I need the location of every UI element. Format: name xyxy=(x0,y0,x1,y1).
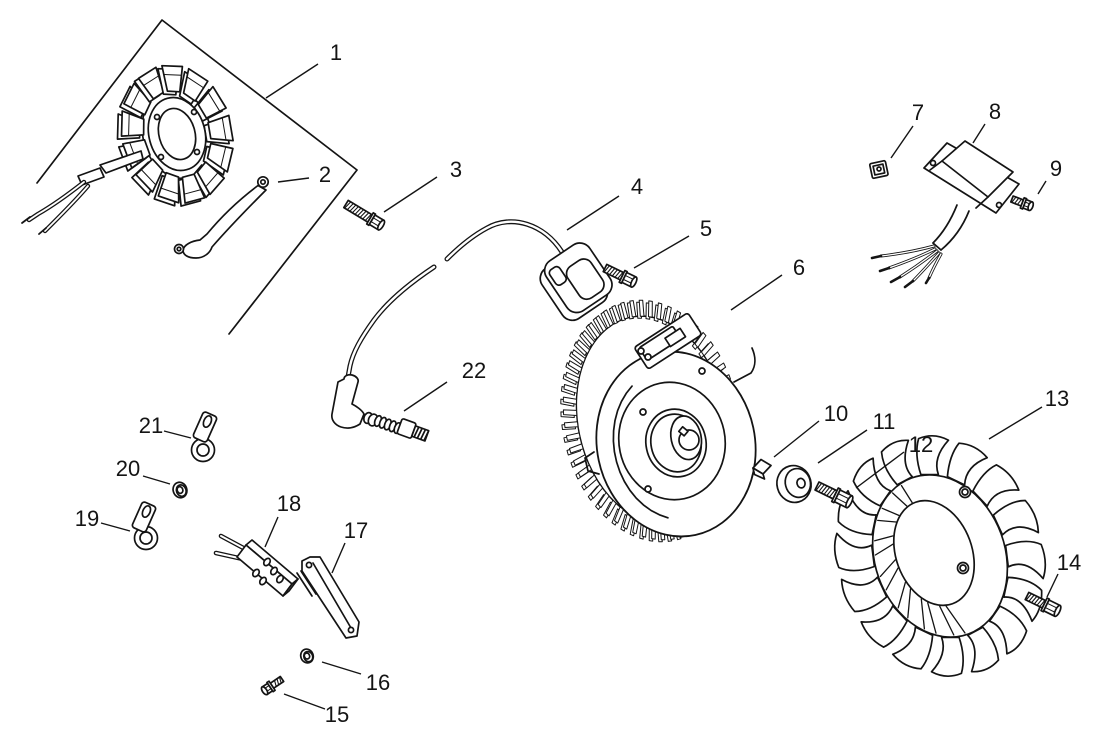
part-label-3: 3 xyxy=(383,157,462,213)
connector-drawing xyxy=(213,533,299,597)
grommet-drawing xyxy=(776,464,812,504)
part-label-6: 6 xyxy=(730,255,805,311)
ignition-module-drawing xyxy=(634,312,702,370)
leader-line-17 xyxy=(331,542,346,574)
part-label-4: 4 xyxy=(566,174,643,231)
leader-line-14 xyxy=(1046,573,1059,598)
part-number-9: 9 xyxy=(1050,156,1062,181)
washer-16-drawing xyxy=(299,648,315,664)
leader-line-5 xyxy=(633,235,690,269)
part-label-17: 17 xyxy=(331,518,368,574)
part-label-13: 13 xyxy=(988,386,1069,440)
part-label-18: 18 xyxy=(264,491,301,548)
leader-line-19 xyxy=(100,522,131,532)
part-number-16: 16 xyxy=(366,670,390,695)
key-drawing xyxy=(752,458,772,480)
leader-line-18 xyxy=(264,516,279,548)
part-number-12: 12 xyxy=(909,432,933,457)
leader-line-7 xyxy=(890,125,914,159)
bolts-drawing xyxy=(260,195,1062,696)
part-label-11: 11 xyxy=(817,409,896,464)
part-number-1: 1 xyxy=(330,40,342,65)
leader-line-4 xyxy=(566,195,620,231)
washer-20-drawing xyxy=(172,481,188,499)
part-label-2: 2 xyxy=(277,162,331,187)
part-label-9: 9 xyxy=(1037,156,1062,195)
part-label-10: 10 xyxy=(773,401,848,458)
spark-plug-drawing xyxy=(331,373,430,442)
part-number-6: 6 xyxy=(793,255,805,280)
leader-line-21 xyxy=(163,430,192,439)
part-number-15: 15 xyxy=(325,702,349,727)
part-number-4: 4 xyxy=(631,174,643,199)
fan-drawing xyxy=(833,435,1047,677)
part-number-10: 10 xyxy=(824,401,848,426)
part-label-7: 7 xyxy=(890,100,924,159)
leader-line-1 xyxy=(265,63,319,99)
clamp-21-drawing xyxy=(190,411,218,463)
lead-arm-drawing xyxy=(173,175,270,259)
part-number-5: 5 xyxy=(700,216,712,241)
mounting-panel-outline xyxy=(36,19,358,335)
part-number-20: 20 xyxy=(116,456,140,481)
part-number-19: 19 xyxy=(75,506,99,531)
leader-line-22 xyxy=(403,381,448,412)
leader-line-10 xyxy=(773,420,820,458)
ignition-coil-drawing xyxy=(539,242,613,322)
leader-line-20 xyxy=(142,475,171,485)
part-number-3: 3 xyxy=(450,157,462,182)
leader-line-2 xyxy=(277,177,310,183)
leader-line-13 xyxy=(988,406,1043,440)
part-number-14: 14 xyxy=(1057,550,1081,575)
part-label-12: 12 xyxy=(855,432,933,489)
leader-line-11 xyxy=(817,429,868,464)
part-number-2: 2 xyxy=(319,162,331,187)
part-number-7: 7 xyxy=(912,100,924,125)
leader-line-3 xyxy=(383,176,438,213)
part-label-5: 5 xyxy=(633,216,712,269)
part-label-16: 16 xyxy=(321,661,390,695)
plug-wire-drawing xyxy=(345,219,565,380)
rectifier-drawing xyxy=(870,140,1020,289)
part-label-19: 19 xyxy=(75,506,131,532)
bracket-17-drawing xyxy=(296,556,360,639)
part-number-22: 22 xyxy=(462,358,486,383)
leader-line-16 xyxy=(321,661,362,675)
leader-line-15 xyxy=(283,693,326,710)
flywheel-drawing xyxy=(560,299,757,543)
part-number-11: 11 xyxy=(873,409,896,434)
part-number-13: 13 xyxy=(1045,386,1069,411)
part-number-21: 21 xyxy=(139,413,163,438)
part-label-21: 21 xyxy=(139,413,192,439)
stator-drawing xyxy=(21,64,234,235)
leader-line-9 xyxy=(1037,180,1047,195)
part-number-18: 18 xyxy=(277,491,301,516)
leader-line-8 xyxy=(972,123,986,144)
part-label-8: 8 xyxy=(972,99,1001,144)
clamp-19-drawing xyxy=(131,501,159,551)
part-label-1: 1 xyxy=(265,40,342,99)
square-nut-drawing xyxy=(868,159,889,180)
part-number-17: 17 xyxy=(344,518,368,543)
leader-line-6 xyxy=(730,274,783,311)
part-number-8: 8 xyxy=(989,99,1001,124)
part-label-15: 15 xyxy=(283,693,349,727)
leader-line-12 xyxy=(855,451,905,489)
part-label-22: 22 xyxy=(403,358,486,412)
part-label-14: 14 xyxy=(1046,550,1081,598)
part-label-20: 20 xyxy=(116,456,171,485)
